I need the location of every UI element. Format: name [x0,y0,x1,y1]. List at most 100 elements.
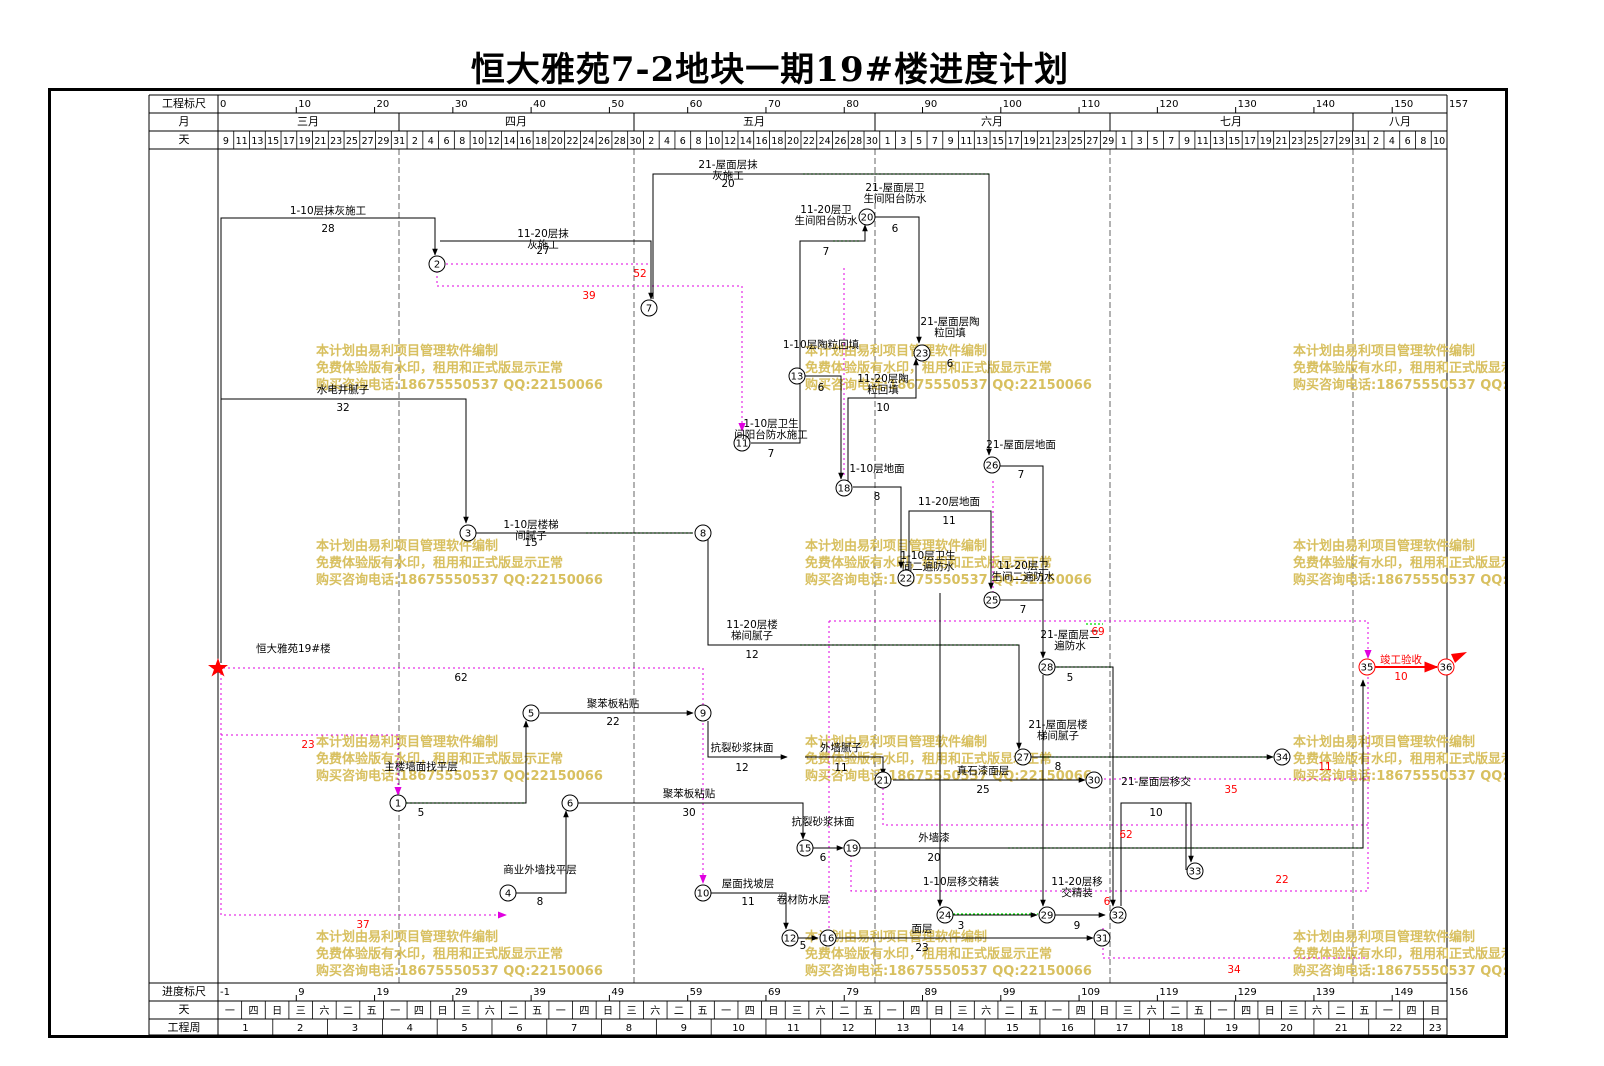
month-cell: 三月 [297,115,319,128]
weekday-cell: 四 [579,1006,589,1017]
progress-tick-label: 49 [611,987,624,998]
scale-tick-label: 40 [533,99,546,110]
float-number: 23 [301,739,314,751]
week-cell: 17 [1116,1023,1129,1034]
weekday-cell: 二 [1170,1006,1180,1017]
scale-tick-label: 50 [611,99,624,110]
activity-duration: 10 [1394,671,1407,683]
day-cell: 18 [535,136,547,147]
scale-tick-label: 80 [846,99,859,110]
day-cell: 11 [236,136,248,147]
week-cell: 1 [242,1023,248,1034]
activity-name: 抗裂砂浆抹面 [711,741,774,754]
day-cell: 30 [866,136,878,147]
progress-tick-label: 9 [298,987,304,998]
day-cell: 28 [614,136,626,147]
float-number: 22 [1275,874,1288,886]
month-cell: 五月 [743,115,765,128]
day-cell: 6 [680,136,686,147]
header-grid [148,94,1448,1035]
node-label: 2 [434,260,440,271]
weekday-cell: 日 [272,1006,282,1017]
node-circle [694,884,712,902]
scale-tick-label: 100 [1003,99,1022,110]
day-cell: 12 [724,136,736,147]
day-label: 天 [179,133,190,146]
activity-duration: 12 [735,762,748,774]
week-cell: 5 [461,1023,467,1034]
float-number: 62 [1119,829,1132,841]
activity-duration: 28 [321,223,334,235]
node-circle [819,929,837,947]
float-number: 69 [1091,626,1104,638]
node-label: 36 [1440,663,1453,674]
weekday-cell: 一 [887,1006,897,1017]
watermark-text: 本计划由易利项目管理软件编制免费体验版有水印，租用和正式版显示正常购买咨询电话:… [1293,343,1505,393]
weekday-cell: 一 [1217,1006,1227,1017]
weekday-cell: 三 [957,1006,967,1017]
weekday-cell: 五 [1194,1006,1204,1017]
node-circle [1093,929,1111,947]
weekday-cell: 六 [1312,1005,1322,1017]
scale-tick-label: 90 [925,99,938,110]
node-label: 32 [1112,911,1125,922]
activity-duration: 27 [536,245,549,257]
activity-name: 恒大雅苑19#楼 [256,642,331,655]
month-cell: 六月 [981,115,1003,128]
node-circle [640,299,658,317]
activity-name: 21-屋面层楼梯间腻子 [1028,718,1088,742]
activity-duration: 8 [1055,761,1062,773]
scale-tick-label: 60 [690,99,703,110]
node-circle [781,929,799,947]
scale-label: 工程标尺 [162,96,206,110]
event-nodes: 1234567891011121315161819202122232425262… [389,208,1455,947]
weekday-cell: 四 [248,1006,258,1017]
day-cell: 25 [1071,136,1083,147]
progress-tick-label: 149 [1394,987,1413,998]
weekday-cell: 三 [461,1006,471,1017]
weekday-cell: 一 [390,1006,400,1017]
scale-tick-label: 120 [1159,99,1178,110]
activity-duration: 12 [745,649,758,661]
day-cell: 23 [1055,136,1067,147]
week-cell: 2 [297,1023,303,1034]
weekday-cell: 六 [485,1005,495,1017]
float-number: 6 [1104,896,1111,908]
day-cell: 10 [472,136,484,147]
activity-duration: 7 [768,448,775,460]
activity-name: 1-10层楼梯间腻子 [503,518,558,542]
weekday-cell: 五 [863,1006,873,1017]
activity-name: 抗裂砂浆抹面 [792,815,855,828]
day-cell: 11 [1197,136,1209,147]
node-label: 24 [939,911,952,922]
progress-tick-label: 139 [1316,987,1335,998]
node-label: 12 [784,934,797,945]
activity-name: 1-10层卫生间二遍防水 [900,549,955,573]
day-cell: 21 [1276,136,1288,147]
weekday-cell: 日 [1099,1006,1109,1017]
scale-tick-label: 70 [768,99,781,110]
day-cell: 28 [850,136,862,147]
weekday-cell: 二 [674,1006,684,1017]
node-label: 5 [528,709,534,720]
day-cell: 15 [992,136,1004,147]
node-label: 22 [900,574,913,585]
day-cell: 3 [900,136,906,147]
day-cell: 15 [267,136,279,147]
day-cell: 9 [948,136,954,147]
activity-duration: 7 [1020,604,1027,616]
weekday-cell: 一 [1383,1006,1393,1017]
node-label: 27 [1017,753,1030,764]
watermark-text: 本计划由易利项目管理软件编制免费体验版有水印，租用和正式版显示正常购买咨询电话:… [316,538,603,588]
weekday-cell: 四 [910,1006,920,1017]
activity-duration: 10 [876,402,889,414]
activity-duration: 3 [958,920,965,932]
activity-duration: 22 [606,716,619,728]
month-cell: 七月 [1220,115,1242,128]
weekday-cell: 二 [343,1006,353,1017]
activity-duration: 6 [820,852,827,864]
activity-name: 21-屋面层地面 [986,438,1056,451]
week-cell: 6 [516,1023,522,1034]
